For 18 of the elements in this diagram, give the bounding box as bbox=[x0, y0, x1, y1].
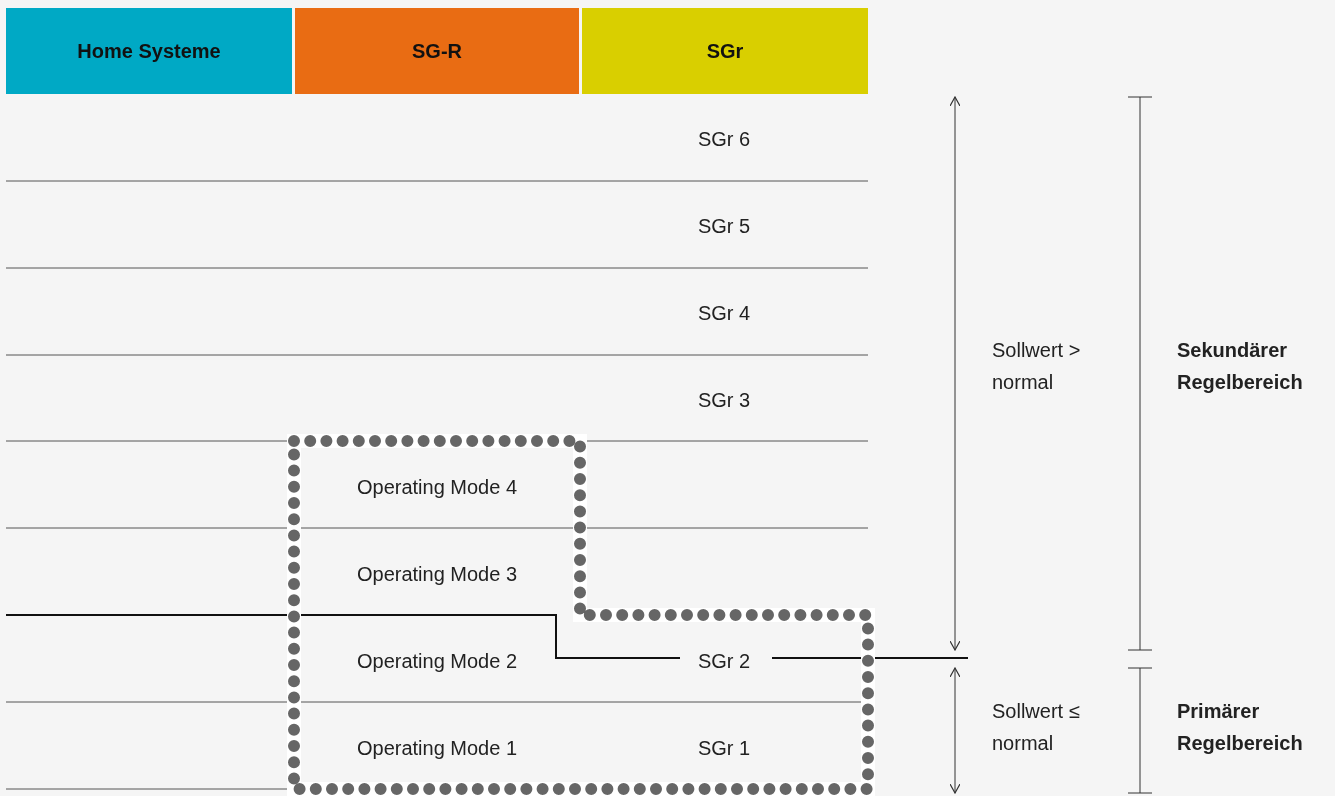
row-label: SGr 1 bbox=[697, 736, 751, 761]
row-label: Operating Mode 3 bbox=[356, 562, 518, 587]
row-label: SGr 6 bbox=[697, 127, 751, 152]
setpoint-label: Sollwert > normal bbox=[992, 338, 1082, 395]
row-label: SGr 2 bbox=[697, 649, 751, 674]
range-label: Sekundärer Regelbereich bbox=[1177, 338, 1304, 395]
row-label: Operating Mode 1 bbox=[356, 736, 518, 761]
range-label: Primärer Regelbereich bbox=[1177, 699, 1304, 756]
row-label: Operating Mode 4 bbox=[356, 475, 518, 500]
column-header: Home Systeme bbox=[6, 8, 292, 94]
row-label: SGr 3 bbox=[697, 388, 751, 413]
column-header: SG-R bbox=[295, 8, 579, 94]
column-header: SGr bbox=[582, 8, 868, 94]
setpoint-label: Sollwert ≤ normal bbox=[992, 699, 1081, 756]
row-label: SGr 4 bbox=[697, 301, 751, 326]
row-label: Operating Mode 2 bbox=[356, 649, 518, 674]
dotted-region bbox=[286, 433, 876, 796]
row-label: SGr 5 bbox=[697, 214, 751, 239]
